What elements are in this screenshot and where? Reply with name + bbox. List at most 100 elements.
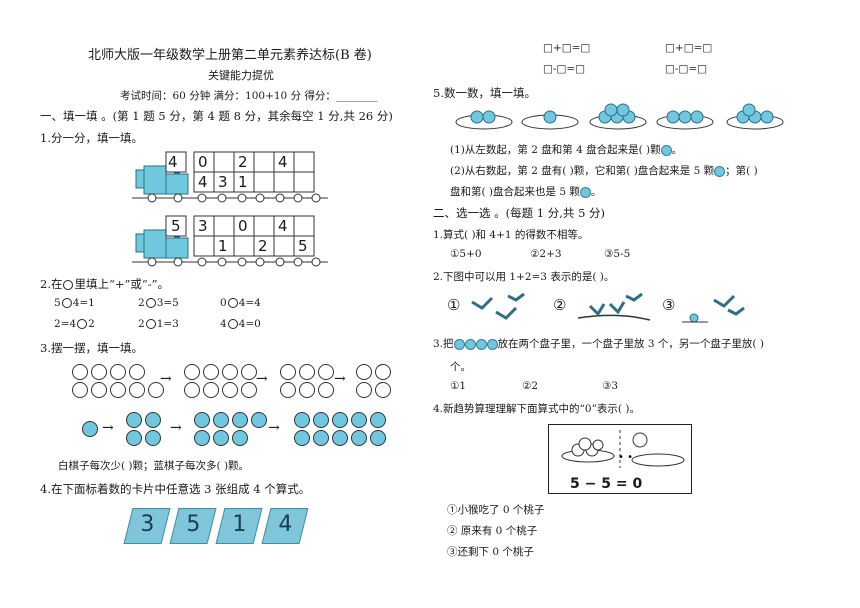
- section1-heading: 一、填一填 。(第 1 题 5 分，第 4 题 8 分，其余每空 1 分,共 2…: [40, 109, 393, 123]
- train1-top-0: 4: [168, 153, 178, 171]
- locomotive-icon: [135, 162, 189, 195]
- exam-info: 考试时间：60 分钟 满分：100+10 分 得分：________: [120, 90, 378, 102]
- train1-top-1: 0: [198, 153, 208, 171]
- blue-group-2b: [126, 430, 164, 446]
- ball-icon: [579, 186, 591, 198]
- peach-icon: [464, 338, 476, 350]
- train2-top-0: 5: [171, 217, 181, 235]
- page-title: 北师大版一年级数学上册第二单元素养达标(B 卷): [88, 48, 372, 63]
- blue-group-4: [294, 412, 389, 428]
- plate-2: [521, 110, 579, 130]
- train1-bottom-0: 4: [198, 173, 208, 191]
- formula-0: □+□=□: [543, 42, 591, 54]
- q2-label: 2.在里填上“+”或“-”。: [40, 277, 170, 291]
- circle-blank-icon: [77, 319, 88, 329]
- white-group-3: [280, 364, 337, 380]
- s2-q1-option-2: ③5-5: [604, 248, 631, 260]
- train-2: [132, 215, 328, 267]
- white-group-3b: [280, 382, 337, 398]
- blue-group-4b: [294, 430, 389, 446]
- number-card-2: 1: [215, 508, 263, 544]
- white-group-1: [72, 364, 148, 380]
- s2-q1-option-1: ②2+3: [530, 248, 562, 260]
- birds-icon: [471, 292, 525, 320]
- s2-q1-option-0: ①5+0: [450, 248, 482, 260]
- train1-bottom-2: 1: [238, 173, 248, 191]
- q3-label: 3.摆一摆，填一填。: [40, 341, 143, 355]
- plate-5: [726, 103, 784, 130]
- white-group-1b: [72, 382, 167, 398]
- train2-top-2: 0: [238, 217, 248, 235]
- circle-blank-icon: [227, 298, 238, 308]
- s2-q3-label-tail: 个。: [450, 361, 471, 373]
- q5-line1: (1)从左数起，第 2 盘和第 4 盘合起来是( )颗。: [450, 144, 683, 156]
- s2-q3-option-1: ②2: [522, 380, 539, 392]
- arrow-right-icon: →: [334, 371, 346, 387]
- s2-q4-option-0: ①小猴吃了 0 个桃子: [447, 504, 545, 516]
- birds-flying-icon: [682, 294, 745, 323]
- page-subtitle: 关键能力提优: [208, 69, 274, 82]
- circle-blank-icon: [145, 298, 156, 308]
- ball-icon: [714, 165, 726, 177]
- circle-blank-icon: [227, 319, 238, 329]
- number-card-0: 3: [123, 508, 171, 544]
- circle-blank-icon: [63, 280, 74, 290]
- circle-blank-icon: [61, 298, 72, 308]
- plate-3: [589, 103, 647, 130]
- arrow-right-icon: →: [170, 420, 182, 436]
- s2-q4-option-2: ③还剩下 0 个桃子: [447, 546, 534, 558]
- train2-bottom-2: 2: [258, 237, 268, 255]
- s2-q1-label: 1.算式( )和 4+1 的得数不相等。: [433, 229, 589, 241]
- arrow-right-icon: →: [160, 371, 172, 387]
- q1-label: 1.分一分，填一填。: [40, 131, 143, 145]
- arrow-right-icon: →: [256, 371, 268, 387]
- s2-q3-option-2: ③3: [602, 380, 619, 392]
- white-group-4b: [356, 382, 394, 398]
- white-group-4: [356, 364, 394, 380]
- train2-bottom-3: 5: [298, 237, 308, 255]
- s2-q2-marker-2: ③: [662, 296, 676, 314]
- train1-bottom-1: 3: [218, 173, 228, 191]
- s2-q2-label: 2.下图中可以用 1+2=3 表示的是( )。: [433, 271, 615, 283]
- s2-q4-option-1: ② 原来有 0 个桃子: [447, 525, 538, 537]
- train2-bottom-1: 1: [218, 237, 228, 255]
- s2-q3-option-0: ①1: [450, 380, 467, 392]
- blue-group-3: [194, 412, 270, 428]
- s2-q3-label: 3.把放在两个盘子里，一个盘子里放 3 个，另一个盘子里放( ): [433, 338, 764, 350]
- train1-top-2: 2: [238, 153, 248, 171]
- svg-text:• •: • •: [618, 452, 633, 463]
- monkey-peach-figure: • •: [548, 424, 692, 494]
- formula-3: □-□=□: [665, 63, 708, 75]
- blue-group-1: [82, 421, 101, 437]
- s2-q2-marker-1: ②: [553, 296, 567, 314]
- train2-top-3: 4: [278, 217, 288, 235]
- formula-2: □-□=□: [543, 63, 586, 75]
- arrow-right-icon: →: [268, 420, 280, 436]
- train2-top-1: 3: [198, 217, 208, 235]
- blue-group-3b: [194, 430, 251, 446]
- formula-1: □+□=□: [665, 42, 713, 54]
- birds-on-branch-icon: [577, 292, 651, 321]
- blue-group-2: [126, 412, 164, 428]
- peach-icon: [486, 338, 498, 350]
- ball-icon: [660, 144, 672, 156]
- plate-4: [656, 110, 714, 130]
- white-group-2: [184, 364, 260, 380]
- q4-label: 4.在下面标着数的卡片中任意选 3 张组成 4 个算式。: [40, 482, 311, 496]
- q5-line3: 盘和第( )盘合起来也是 5 颗。: [450, 186, 602, 198]
- s2-q4-label: 4.新趋势算理理解下面算式中的“0”表示( )。: [433, 403, 640, 415]
- white-group-2b: [184, 382, 260, 398]
- train1-top-3: 4: [278, 153, 288, 171]
- plate-1: [455, 110, 513, 130]
- equation: 5 − 5 = 0: [570, 476, 643, 492]
- plates-row: [455, 103, 784, 130]
- peach-icon: [475, 338, 487, 350]
- circle-blank-icon: [145, 319, 156, 329]
- peach-icon: [453, 338, 465, 350]
